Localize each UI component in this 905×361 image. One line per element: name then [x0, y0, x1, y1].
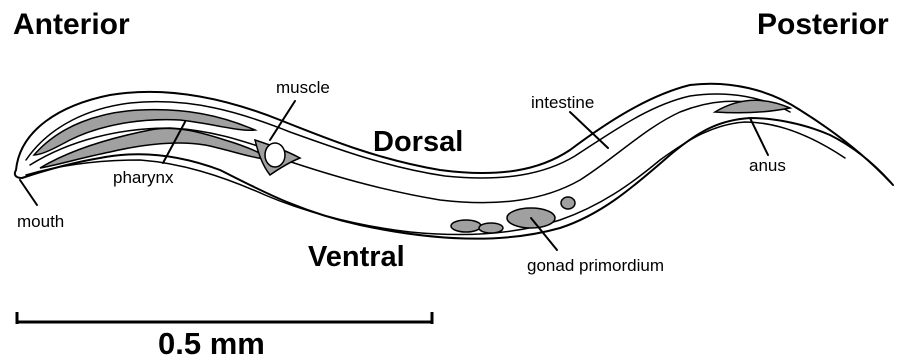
intestine-tube	[285, 101, 765, 202]
mouth-label: mouth	[17, 213, 64, 230]
intestine-leader-line	[570, 112, 608, 148]
muscle-label: muscle	[276, 79, 330, 96]
scale-bar	[17, 312, 432, 324]
anus-label: anus	[749, 157, 786, 174]
anus-organ	[715, 100, 790, 112]
muscle-leader-line	[270, 101, 295, 140]
dorsal-label: Dorsal	[373, 128, 463, 157]
ventral-label: Ventral	[308, 243, 405, 272]
pharyngeal-bulb	[265, 143, 285, 167]
intestine-label: intestine	[531, 94, 594, 111]
anterior-label: Anterior	[13, 10, 130, 40]
mouth-leader-line	[20, 180, 37, 205]
gonad-cell-1	[451, 220, 481, 232]
pharynx-label: pharynx	[113, 169, 173, 186]
posterior-label: Posterior	[757, 10, 889, 40]
gonad-primordium-label: gonad primordium	[527, 257, 664, 274]
scale-bar-label: 0.5 mm	[158, 328, 265, 359]
gonad-cell-2	[479, 223, 503, 233]
gonad-cell-4	[561, 197, 575, 209]
